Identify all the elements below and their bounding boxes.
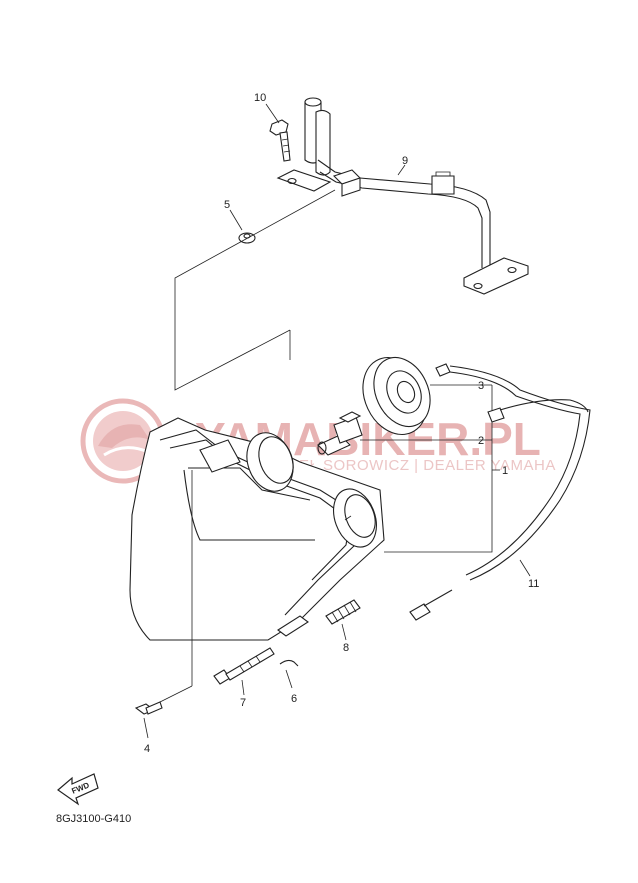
watermark-subtitle: PAWEŁ SOROWICZ | DEALER YAMAHA <box>265 457 556 474</box>
fwd-arrow-icon: FWD <box>57 773 99 806</box>
part-1-headlight-assembly <box>129 384 500 641</box>
part-labels: 10 9 5 3 2 1 11 8 6 7 4 <box>144 92 539 755</box>
label-part-5: 5 <box>224 199 230 211</box>
part-7-screw <box>213 647 275 696</box>
part-2-bulb <box>317 411 476 456</box>
label-part-10: 10 <box>254 92 266 104</box>
watermark-logo-icon <box>80 398 166 484</box>
part-8-spring <box>325 599 361 641</box>
label-part-9: 9 <box>402 155 408 167</box>
part-5-grommet <box>229 209 256 244</box>
part-11-wire-harness <box>409 363 591 621</box>
label-part-8: 8 <box>343 642 349 654</box>
label-part-6: 6 <box>291 693 297 705</box>
part-10-bolt <box>265 103 291 162</box>
label-part-1: 1 <box>502 465 508 477</box>
part-3-socket-cover <box>362 357 476 435</box>
label-part-4: 4 <box>144 743 150 755</box>
label-part-2: 2 <box>478 435 484 447</box>
part-6-clip <box>279 659 299 689</box>
part-9-bracket <box>276 97 529 295</box>
reference-lines <box>174 189 336 391</box>
label-part-3: 3 <box>478 380 484 392</box>
label-part-7: 7 <box>240 697 246 709</box>
part-4-bolt <box>134 470 193 739</box>
label-part-11: 11 <box>528 578 539 590</box>
diagram-code: 8GJ3100-G410 <box>56 813 131 825</box>
